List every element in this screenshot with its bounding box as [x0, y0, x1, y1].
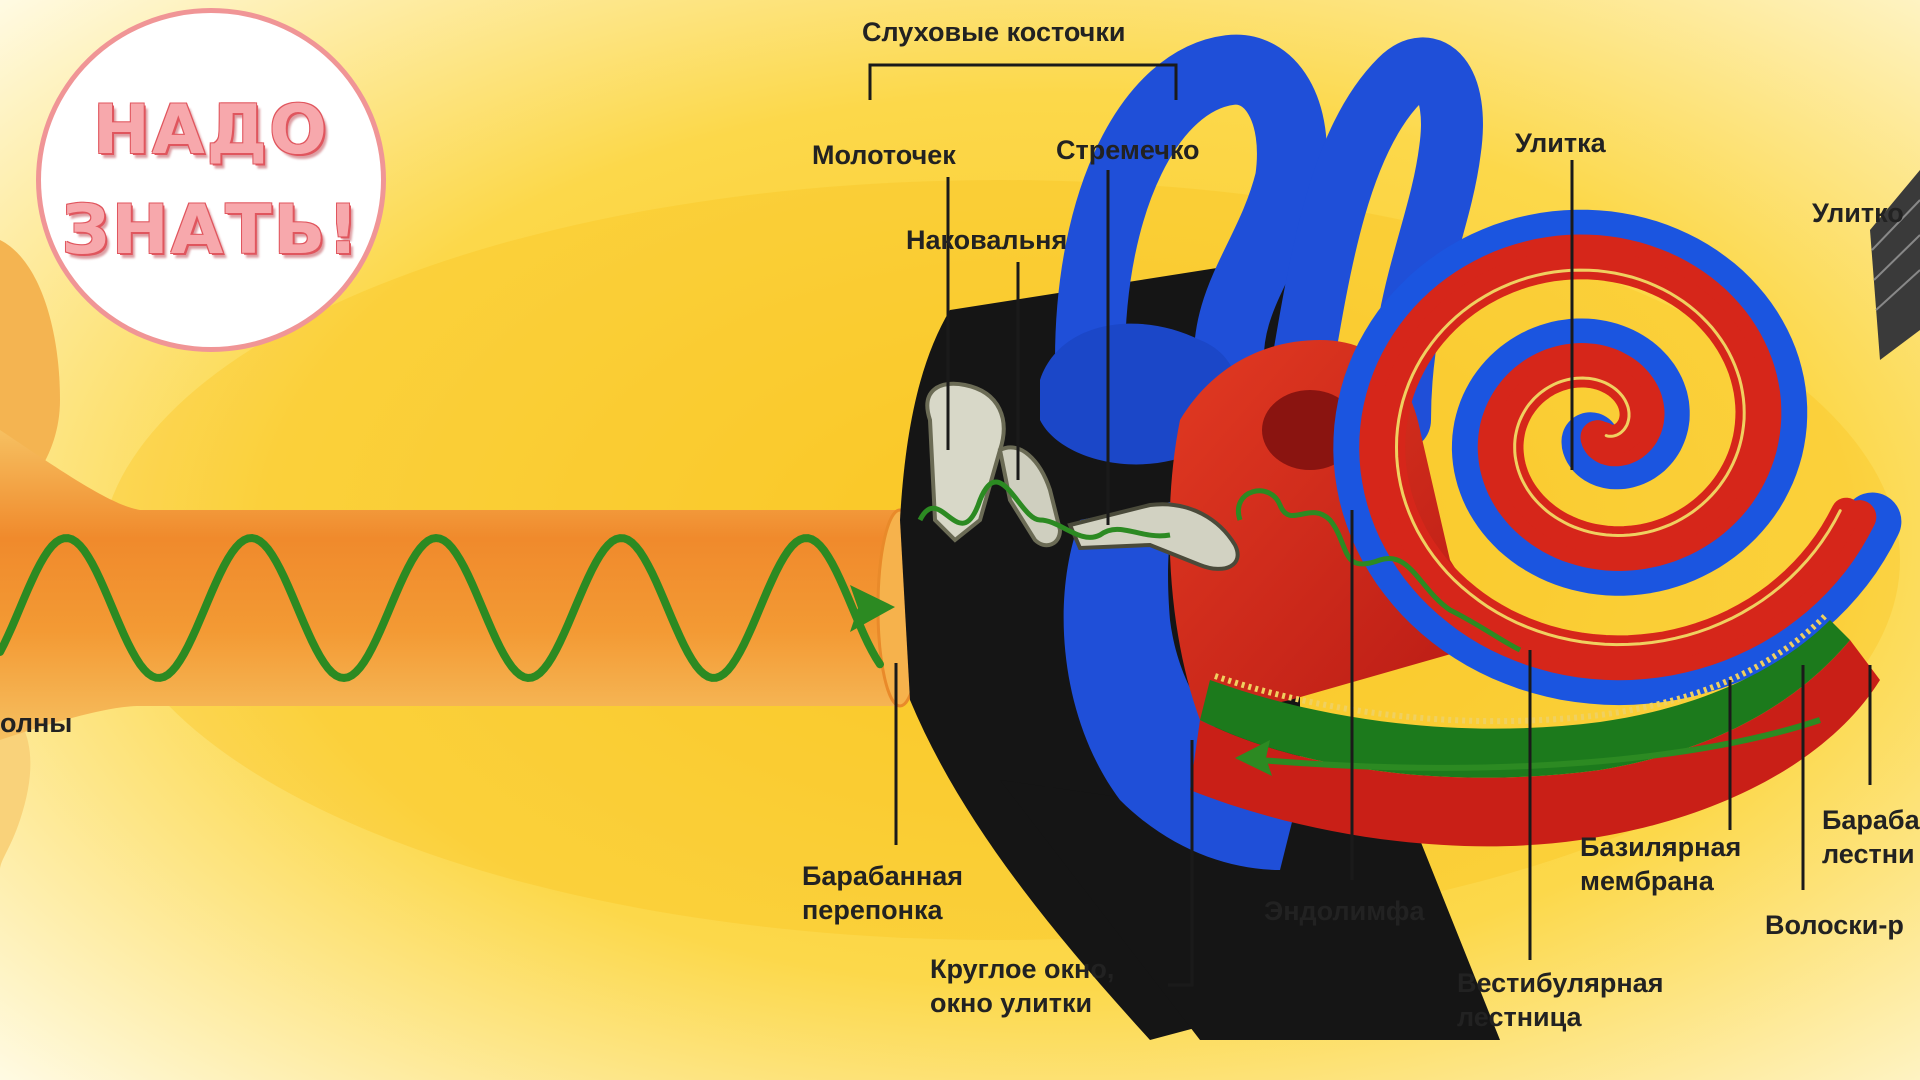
label-tympanic-scala: Бараба лестни	[1822, 805, 1920, 869]
badge-line-1: НАДО	[93, 91, 329, 170]
cochlear-duct-green	[1200, 620, 1850, 778]
ear-canal	[0, 430, 900, 740]
cochlea-return-arrow	[1259, 717, 1821, 771]
blue-vessel-arch-left	[1055, 34, 1327, 415]
cochlea-return-arrowhead	[1235, 740, 1272, 776]
basilar-stripe	[1214, 613, 1828, 725]
cochlea-band-3	[1375, 249, 1862, 666]
label-vestibular-scala: Вестибулярная лестница	[1457, 968, 1664, 1032]
label-hair-cells: Волоски-р	[1765, 910, 1904, 940]
label-stapes: Стремечко	[1056, 135, 1200, 165]
dark-band-lower	[1000, 780, 1500, 1040]
label-incus: Наковальня	[906, 225, 1068, 255]
ossicle-wave	[917, 479, 1171, 540]
label-waves: олны	[0, 708, 73, 738]
sound-wave	[0, 533, 884, 683]
label-basilar-membrane: Базилярная мембрана	[1580, 832, 1742, 896]
cochlear-duct-red	[1190, 640, 1880, 847]
sound-wave-arrowhead	[850, 585, 895, 632]
badge-line-2: ЗНАТЬ!	[61, 191, 361, 270]
must-know-badge: НАДО ЗНАТЬ!	[36, 8, 386, 352]
label-cochlea-cut: Улитко	[1812, 198, 1904, 228]
outer-ear-lower	[0, 700, 31, 870]
label-round-window: Круглое окно, окно улитки	[930, 954, 1115, 1018]
cochlea-spiral	[1333, 209, 1902, 706]
auditory-nerve	[1870, 170, 1920, 360]
ossicles-bracket	[868, 63, 1178, 100]
cochlea-wave	[1235, 488, 1522, 653]
label-auditory-ossicles: Слуховые косточки	[862, 17, 1126, 47]
cochlea-band-4	[1394, 268, 1842, 647]
auditory-nerve-fibers	[1871, 199, 1920, 311]
label-malleus: Молоточек	[812, 140, 956, 170]
label-eardrum: Барабанная перепонка	[802, 861, 964, 925]
pointer-lines	[868, 63, 1872, 987]
label-endolymph: Эндолимфа	[1264, 896, 1425, 926]
round-window-pointer	[1168, 740, 1194, 987]
label-cochlea: Улитка	[1515, 128, 1606, 158]
